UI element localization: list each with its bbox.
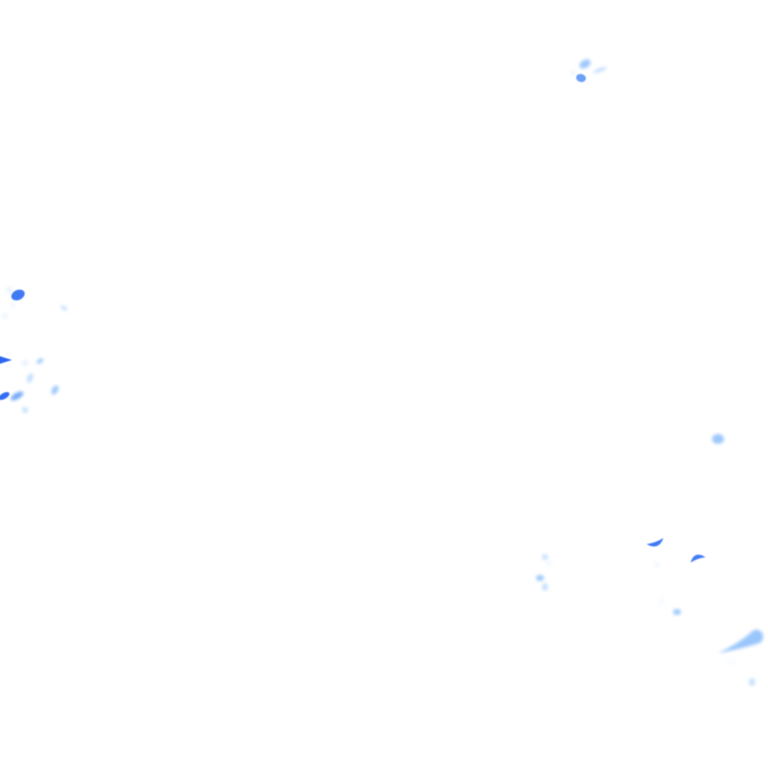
overlay-mark-dash <box>26 373 34 383</box>
overlay-mark-blob <box>579 59 591 69</box>
overlay-mark-blob <box>536 575 544 581</box>
overlay-mark-blob <box>576 73 586 83</box>
overlay-mark-dash <box>10 391 24 401</box>
overlay-mark-crescent <box>690 554 706 563</box>
overlay-mark-dash <box>593 66 607 74</box>
overlay-mark-speck <box>749 678 755 686</box>
overlay-mark-blob <box>11 289 25 301</box>
overlay-mark-speck <box>542 583 548 591</box>
overlay-mark-blob <box>712 434 724 444</box>
overlay-mark-speck <box>571 71 575 75</box>
overlay-mark-dash <box>36 358 44 364</box>
overlay-mark-arrow <box>0 356 12 364</box>
overlay-mark-speck <box>660 599 664 603</box>
overlay-mark-speck <box>673 609 681 615</box>
overlay-mark-dash <box>51 385 59 395</box>
overlay-mark-comet <box>718 629 764 654</box>
overlay-mark-speck <box>23 361 27 365</box>
overlay-mark-speck <box>542 554 548 560</box>
overlay-mark-speck <box>656 605 660 607</box>
overlay-mark-speck <box>11 303 15 307</box>
overlay-mark-dash <box>726 661 736 663</box>
overlay-mark-speck <box>22 407 28 413</box>
overlay-mark-dash <box>2 314 8 318</box>
overlay-mark-speck <box>7 288 11 292</box>
overlay-mark-dash <box>60 305 68 311</box>
overlay-mark-crescent <box>646 537 664 547</box>
overlay-mark-speck <box>547 561 551 565</box>
overlay-mark-speck <box>655 563 659 567</box>
overlay-mark-dash <box>0 392 10 400</box>
